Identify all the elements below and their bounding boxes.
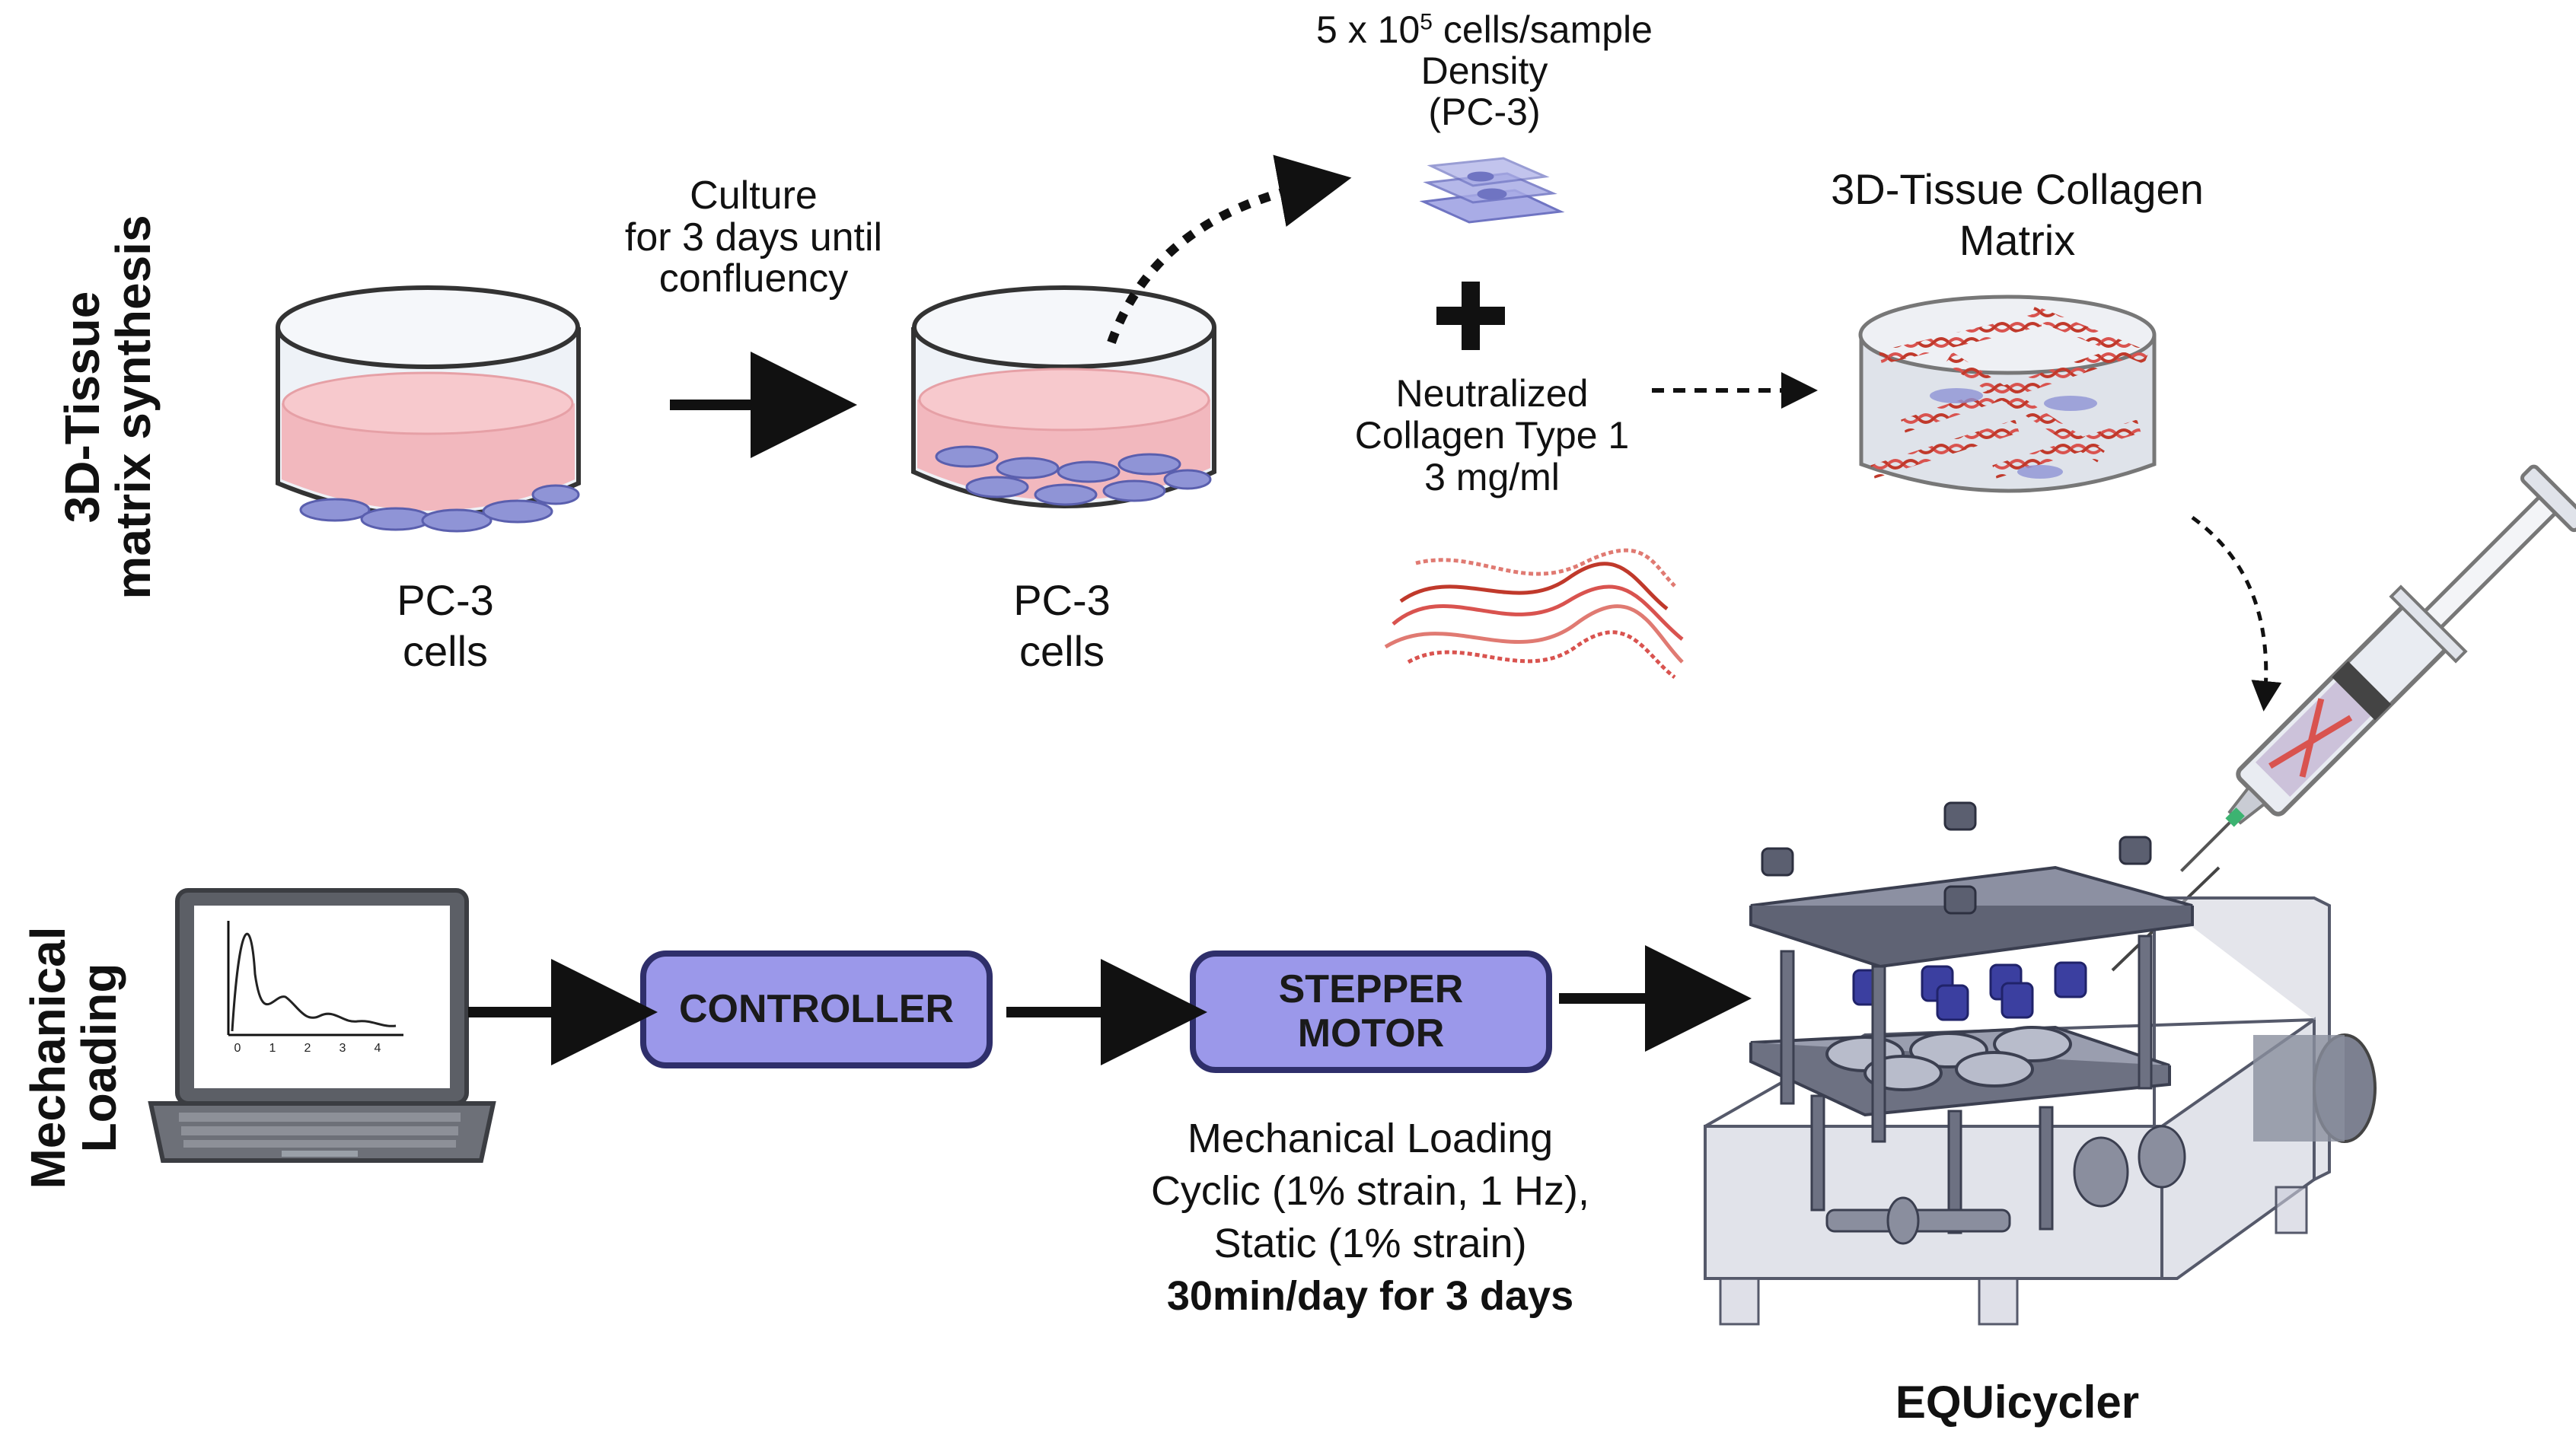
device-label: EQUicycler bbox=[1895, 1377, 2140, 1428]
laptop-plot-ticks: 0 1 2 3 4 bbox=[234, 1042, 381, 1055]
plot-tick-1: 1 bbox=[269, 1042, 276, 1055]
culture-step-label: Culture for 3 days until confluency bbox=[624, 174, 883, 301]
plot-tick-4: 4 bbox=[375, 1042, 381, 1055]
section-label-tissue-synthesis: 3D-Tissue matrix synthesis bbox=[55, 215, 161, 600]
petri-dish-1-icon bbox=[276, 285, 581, 533]
plus-icon bbox=[1436, 282, 1505, 350]
cell-stack-icon bbox=[1419, 157, 1565, 224]
arrow-dotted-cells bbox=[1107, 154, 1352, 344]
cell-density-label: 5 x 105 cells/sample Density (PC-3) bbox=[1316, 8, 1653, 133]
controller-label: CONTROLLER bbox=[678, 987, 955, 1032]
collagen-matrix-label: 3D-Tissue Collagen Matrix bbox=[1831, 165, 2204, 265]
plot-tick-2: 2 bbox=[304, 1042, 311, 1055]
collagen-fibers-icon bbox=[1384, 548, 1684, 679]
equicycler-device-icon bbox=[1704, 801, 2377, 1326]
section-label-mechanical-loading: Mechanical Loading bbox=[21, 926, 127, 1189]
arrow-dashed-syringe bbox=[2191, 515, 2282, 712]
collagen-matrix-icon bbox=[1858, 295, 2157, 493]
petri-dish-2-icon bbox=[911, 285, 1216, 508]
dish-1-label: PC-3 cells bbox=[397, 576, 494, 676]
collagen-label: Neutralized Collagen Type 1 3 mg/ml bbox=[1354, 372, 1630, 498]
plot-tick-3: 3 bbox=[340, 1042, 346, 1055]
stepper-motor-label: STEPPER MOTOR bbox=[1278, 967, 1464, 1056]
syringe-icon bbox=[2180, 464, 2576, 872]
laptop-plot bbox=[227, 921, 403, 1036]
dish-2-label: PC-3 cells bbox=[1013, 576, 1111, 676]
plot-tick-0: 0 bbox=[234, 1042, 241, 1055]
laptop-icon bbox=[148, 888, 496, 1163]
loading-parameters-label: Mechanical Loading Cyclic (1% strain, 1 … bbox=[1150, 1116, 1590, 1320]
